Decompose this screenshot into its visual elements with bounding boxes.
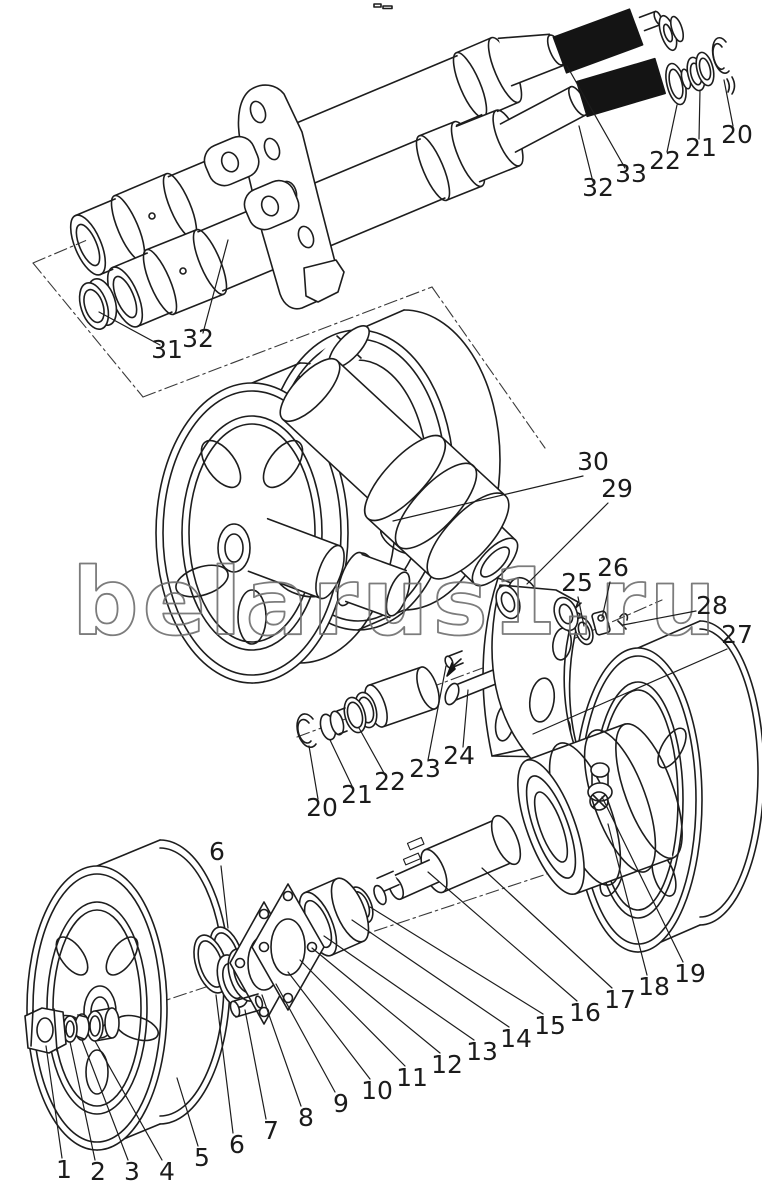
bolt-7 — [229, 993, 264, 1018]
part-label-32b: 32 — [582, 173, 614, 202]
front-wheel — [26, 839, 231, 1151]
carrier-arm — [491, 584, 593, 787]
part-label-20b: 20 — [306, 793, 338, 822]
part-label-13: 13 — [466, 1037, 498, 1066]
part-label-25: 25 — [561, 568, 593, 597]
axle-housing-drum — [517, 722, 683, 896]
part-label-29: 29 — [601, 474, 633, 503]
part-label-32a: 32 — [182, 324, 214, 353]
snap-ring-20-top — [711, 36, 736, 95]
part-label-31: 31 — [151, 335, 183, 364]
part-label-6b: 6 — [229, 1130, 245, 1159]
part-label-21b: 21 — [341, 780, 373, 809]
washer-21-top — [686, 51, 715, 92]
part-label-22b: 22 — [374, 767, 406, 796]
part-label-27: 27 — [721, 620, 753, 649]
part-label-8: 8 — [298, 1103, 314, 1132]
part-label-24: 24 — [443, 741, 475, 770]
part-label-21a: 21 — [685, 133, 717, 162]
front-wheel-assembly — [24, 839, 325, 1151]
top-tiny-mark — [373, 3, 393, 10]
part-label-33: 33 — [615, 159, 647, 188]
axle-shaft-group — [278, 814, 522, 960]
part-label-14: 14 — [500, 1024, 532, 1053]
mounting-bracket — [203, 84, 345, 310]
part-label-20a: 20 — [721, 120, 753, 149]
part-label-16: 16 — [569, 998, 601, 1027]
middle-roller-assembly — [155, 309, 629, 758]
grease-bolt — [587, 762, 613, 811]
hub-nut-parts — [24, 1007, 120, 1054]
final-drive-cylinder — [279, 325, 519, 587]
part-label-5: 5 — [194, 1143, 210, 1172]
part-label-28: 28 — [696, 591, 728, 620]
part-label-11: 11 — [396, 1063, 428, 1092]
axle-housing-assembly — [69, 8, 736, 330]
part-label-15: 15 — [534, 1011, 566, 1040]
part-label-6a: 6 — [209, 837, 225, 866]
part-label-9: 9 — [333, 1089, 349, 1118]
part-label-10: 10 — [361, 1076, 393, 1105]
part-label-19: 19 — [674, 959, 706, 988]
part-label-17: 17 — [604, 985, 636, 1014]
middle-left-wheel — [155, 362, 397, 684]
part-label-26: 26 — [597, 553, 629, 582]
part-label-22a: 22 — [649, 146, 681, 175]
part-label-1: 1 — [56, 1155, 72, 1184]
roller-axle-stub — [247, 517, 411, 619]
shaft-end-fitting — [658, 14, 685, 52]
watermark-text: belarus1.ru — [72, 548, 720, 656]
right-wheel-assembly — [278, 584, 762, 960]
part-labels: 1 2 3 4 5 6 6 7 8 9 10 11 12 13 14 15 16… — [56, 120, 753, 1186]
part-label-12: 12 — [431, 1050, 463, 1079]
part-label-30: 30 — [577, 447, 609, 476]
part-label-4: 4 — [159, 1157, 175, 1186]
part-label-7: 7 — [263, 1116, 279, 1145]
part-label-2: 2 — [90, 1157, 106, 1186]
seal-ring-31 — [78, 278, 118, 330]
leader-lines — [45, 65, 734, 1161]
part-label-3: 3 — [124, 1157, 140, 1186]
part-label-18: 18 — [638, 972, 670, 1001]
part-label-23: 23 — [409, 754, 441, 783]
